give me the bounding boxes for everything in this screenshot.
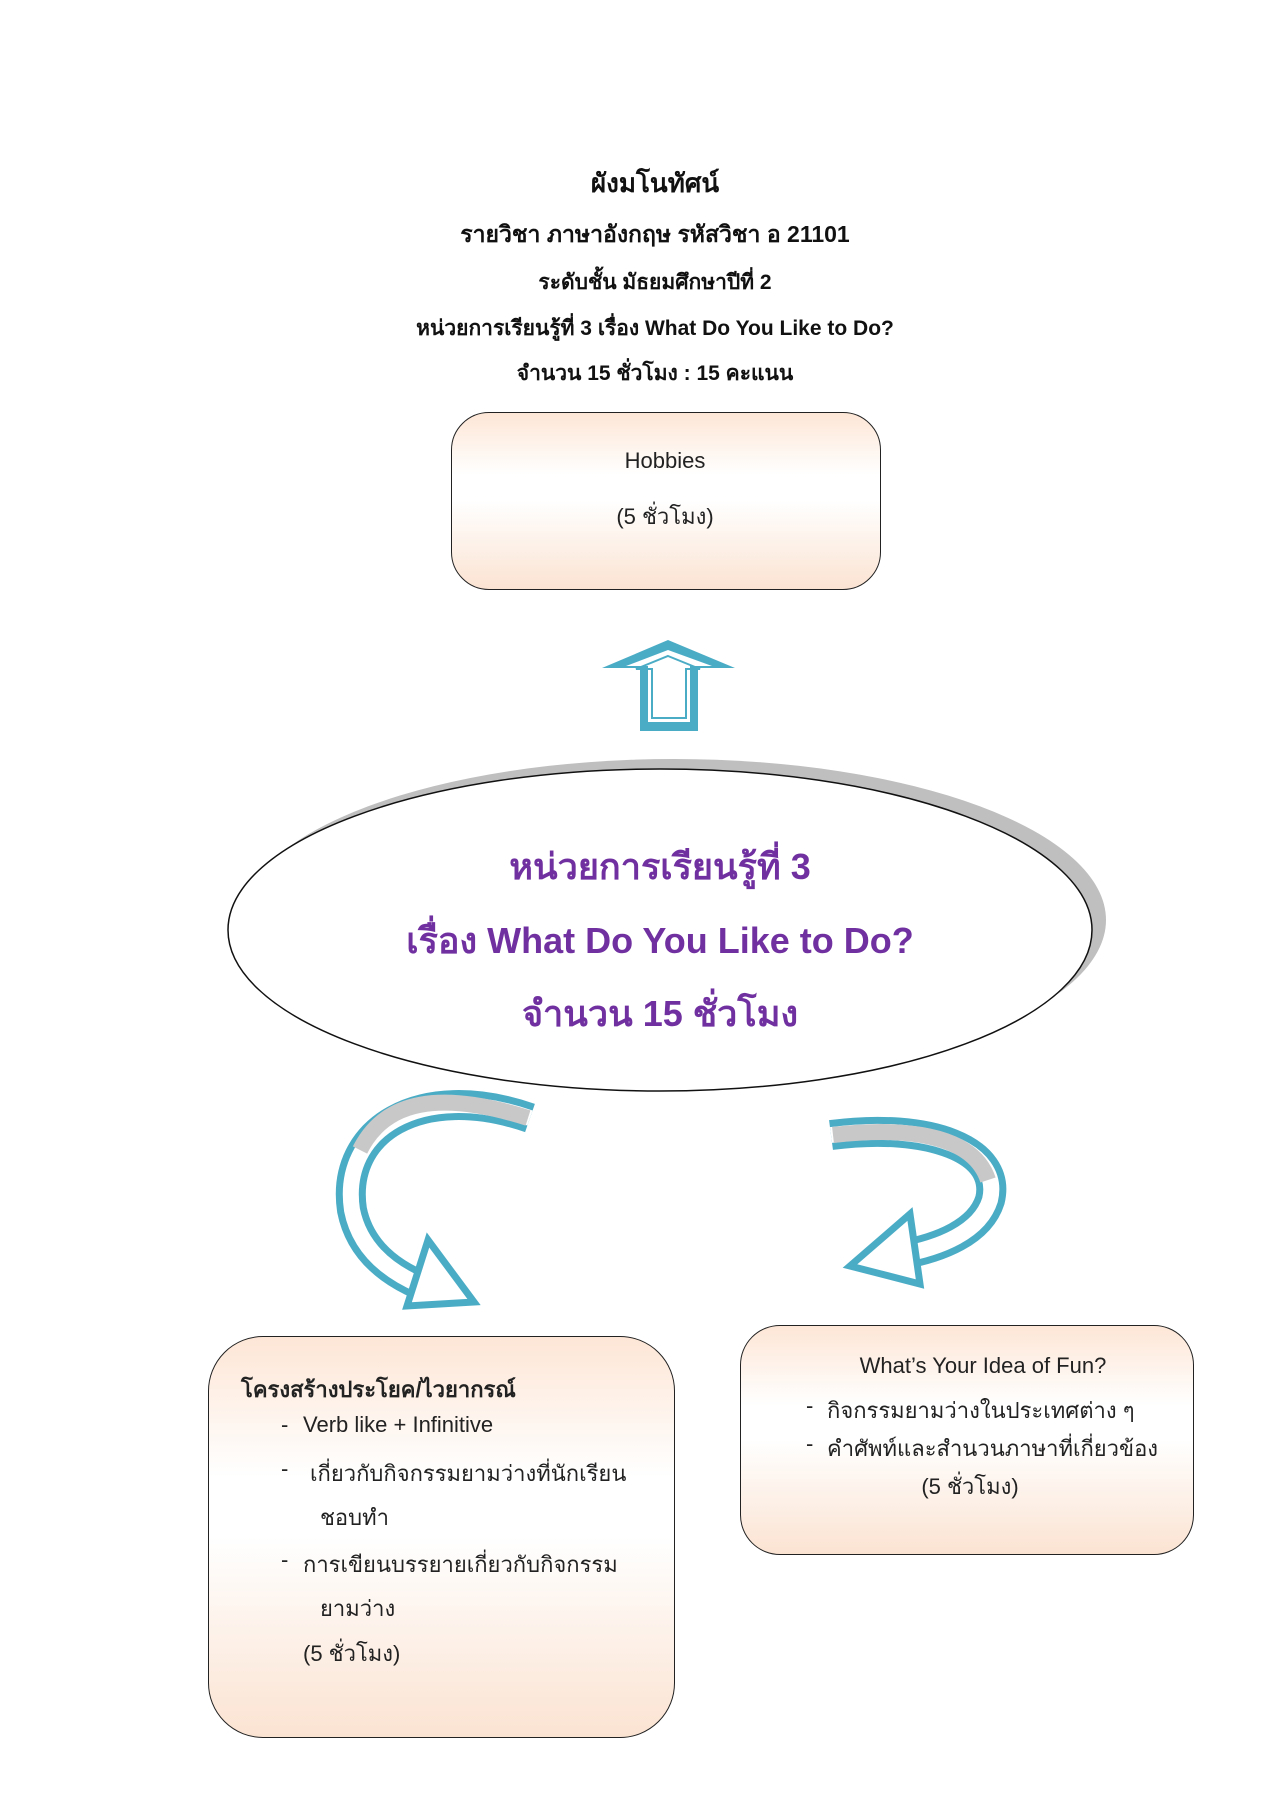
grammar-item: การเขียนบรรยายเกี่ยวกับกิจกรรม <box>303 1552 618 1577</box>
bullet-dash: - <box>281 1412 289 1437</box>
center-line-1: หน่วยการเรียนรู้ที่ 3 <box>509 846 811 887</box>
grammar-hours: (5 ชั่วโมง) <box>303 1641 401 1666</box>
fun-item: กิจกรรมยามว่างในประเทศต่าง ๆ <box>827 1398 1135 1423</box>
grammar-box <box>208 1336 675 1738</box>
fun-hours: (5 ชั่วโมง) <box>921 1474 1019 1499</box>
grammar-item-cont: ยามว่าง <box>320 1596 396 1621</box>
hours-line: จำนวน 15 ชั่วโมง : 15 คะแนน <box>516 362 794 385</box>
bullet-dash: - <box>281 1456 289 1481</box>
unit-line: หน่วยการเรียนรู้ที่ 3 เรื่อง What Do You… <box>416 317 894 340</box>
center-ellipse <box>227 768 1093 1092</box>
fun-item: คำศัพท์และสำนวนภาษาที่เกี่ยวข้อง <box>827 1436 1159 1461</box>
hobbies-title: Hobbies <box>624 448 706 473</box>
bullet-dash: - <box>806 1393 814 1418</box>
fun-box <box>740 1325 1194 1555</box>
curved-arrow-right-icon <box>829 1116 1007 1289</box>
up-arrow-icon <box>602 640 735 731</box>
center-line-2: เรื่อง What Do You Like to Do? <box>406 920 914 961</box>
hobbies-hours: (5 ชั่วโมง) <box>616 504 714 529</box>
bullet-dash: - <box>806 1431 814 1456</box>
grammar-item-cont: ชอบทำ <box>320 1505 389 1530</box>
curved-arrow-left-icon <box>335 1090 535 1310</box>
level-line: ระดับชั้น มัธยมศึกษาปีที่ 2 <box>538 271 772 294</box>
page-title: ผังมโนทัศน์ <box>590 168 720 198</box>
grammar-item: Verb like + Infinitive <box>303 1412 494 1437</box>
hobbies-box <box>451 412 881 590</box>
fun-title: What’s Your Idea of Fun? <box>859 1353 1107 1378</box>
grammar-title: โครงสร้างประโยค/ไวยากรณ์ <box>241 1377 516 1402</box>
grammar-item: เกี่ยวกับกิจกรรมยามว่างที่นักเรียน <box>310 1461 627 1486</box>
bullet-dash: - <box>281 1547 289 1572</box>
subject-line: รายวิชา ภาษาอังกฤษ รหัสวิชา อ 21101 <box>460 221 850 247</box>
center-line-3: จำนวน 15 ชั่วโมง <box>521 993 799 1034</box>
